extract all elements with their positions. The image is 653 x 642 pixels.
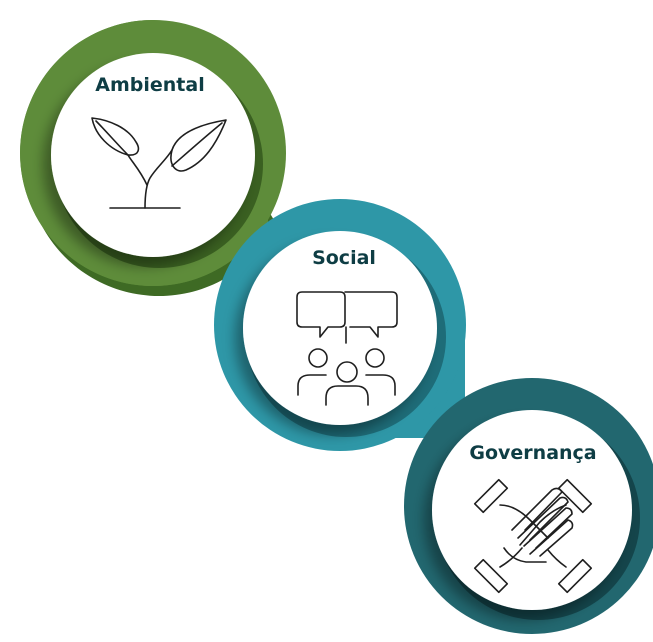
pillar-social-ring <box>214 199 466 451</box>
pillar-governanca-ring <box>404 378 653 634</box>
pillar-governanca-label: Governança <box>469 442 596 464</box>
pillar-ambiental-label: Ambiental <box>95 74 204 96</box>
joined-hands-icon <box>473 478 593 594</box>
people-discussion-icon <box>296 291 398 406</box>
plant-sprout-icon <box>91 117 227 209</box>
pillar-ambiental: Ambiental <box>20 20 286 296</box>
pillar-governanca: Governança <box>404 378 653 634</box>
pillar-social-label: Social <box>312 247 376 269</box>
pillar-ambiental-ring <box>20 20 286 296</box>
pillar-social: Social <box>214 199 466 451</box>
